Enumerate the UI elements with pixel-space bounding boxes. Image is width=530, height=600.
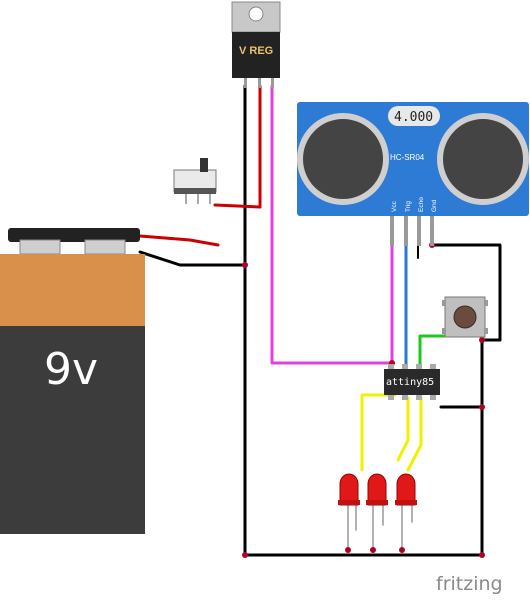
wire-led-3 — [406, 396, 423, 472]
brand-label: fritzing — [436, 573, 503, 595]
wire-battery-negative — [138, 250, 247, 267]
led-red-2 — [366, 473, 388, 506]
push-button[interactable] — [442, 296, 488, 338]
sensor-model: HC-SR04 — [390, 153, 425, 162]
pin-trig: Trig — [405, 201, 412, 212]
battery-label: 9v — [44, 344, 98, 395]
attiny-label: attiny85 — [386, 377, 434, 388]
voltage-regulator: V REG — [231, 1, 281, 88]
attiny-chip: attiny85 — [384, 364, 440, 400]
sensor-pins: Vcc Trig Echo Gnd — [391, 197, 438, 212]
battery-9v: 9v — [0, 228, 145, 534]
pin-echo: Echo — [418, 197, 425, 212]
wire-battery-positive — [138, 234, 220, 247]
wire-sensor-ground — [430, 243, 502, 407]
wire-led-2 — [396, 396, 410, 462]
pin-vcc: Vcc — [391, 200, 398, 212]
led-red-1 — [338, 473, 360, 506]
wire-ground-regulator — [243, 84, 484, 557]
wire-led-1 — [360, 393, 397, 472]
ultrasonic-sensor: 4.000 HC-SR04 Vcc Trig Echo Gnd — [297, 102, 529, 246]
wire-button-signal — [418, 334, 450, 374]
pin-gnd: Gnd — [431, 199, 438, 212]
regulator-label: V REG — [239, 45, 273, 57]
wire-regulator-output — [270, 84, 394, 365]
led-red-3 — [395, 473, 417, 506]
wire-switch-to-regulator — [213, 84, 262, 209]
slide-switch[interactable] — [173, 158, 217, 204]
sensor-display: 4.000 — [394, 110, 433, 125]
